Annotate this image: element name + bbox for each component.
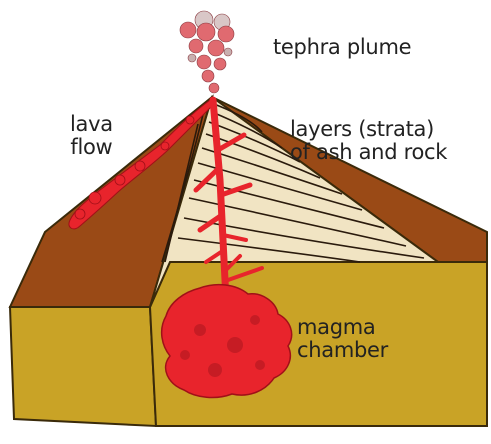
tephra-plume	[180, 11, 234, 93]
ground-block-front	[10, 307, 156, 426]
lava-flow-label-line1: lava	[70, 113, 113, 136]
magma-chamber-label: magma chamber	[297, 316, 388, 362]
strata-label-line2: of ash and rock	[290, 141, 447, 164]
magma-chamber	[162, 285, 292, 398]
magma-chamber-label-line2: chamber	[297, 339, 388, 362]
tephra-plume-label-text: tephra plume	[273, 35, 411, 59]
lava-flow-label: lava flow	[70, 113, 113, 159]
strata-label: layers (strata) of ash and rock	[290, 118, 447, 164]
lava-flow-label-line2: flow	[70, 136, 113, 159]
magma-chamber-label-line1: magma	[297, 316, 388, 339]
tephra-plume-label: tephra plume	[273, 36, 411, 59]
strata-label-line1: layers (strata)	[290, 118, 447, 141]
